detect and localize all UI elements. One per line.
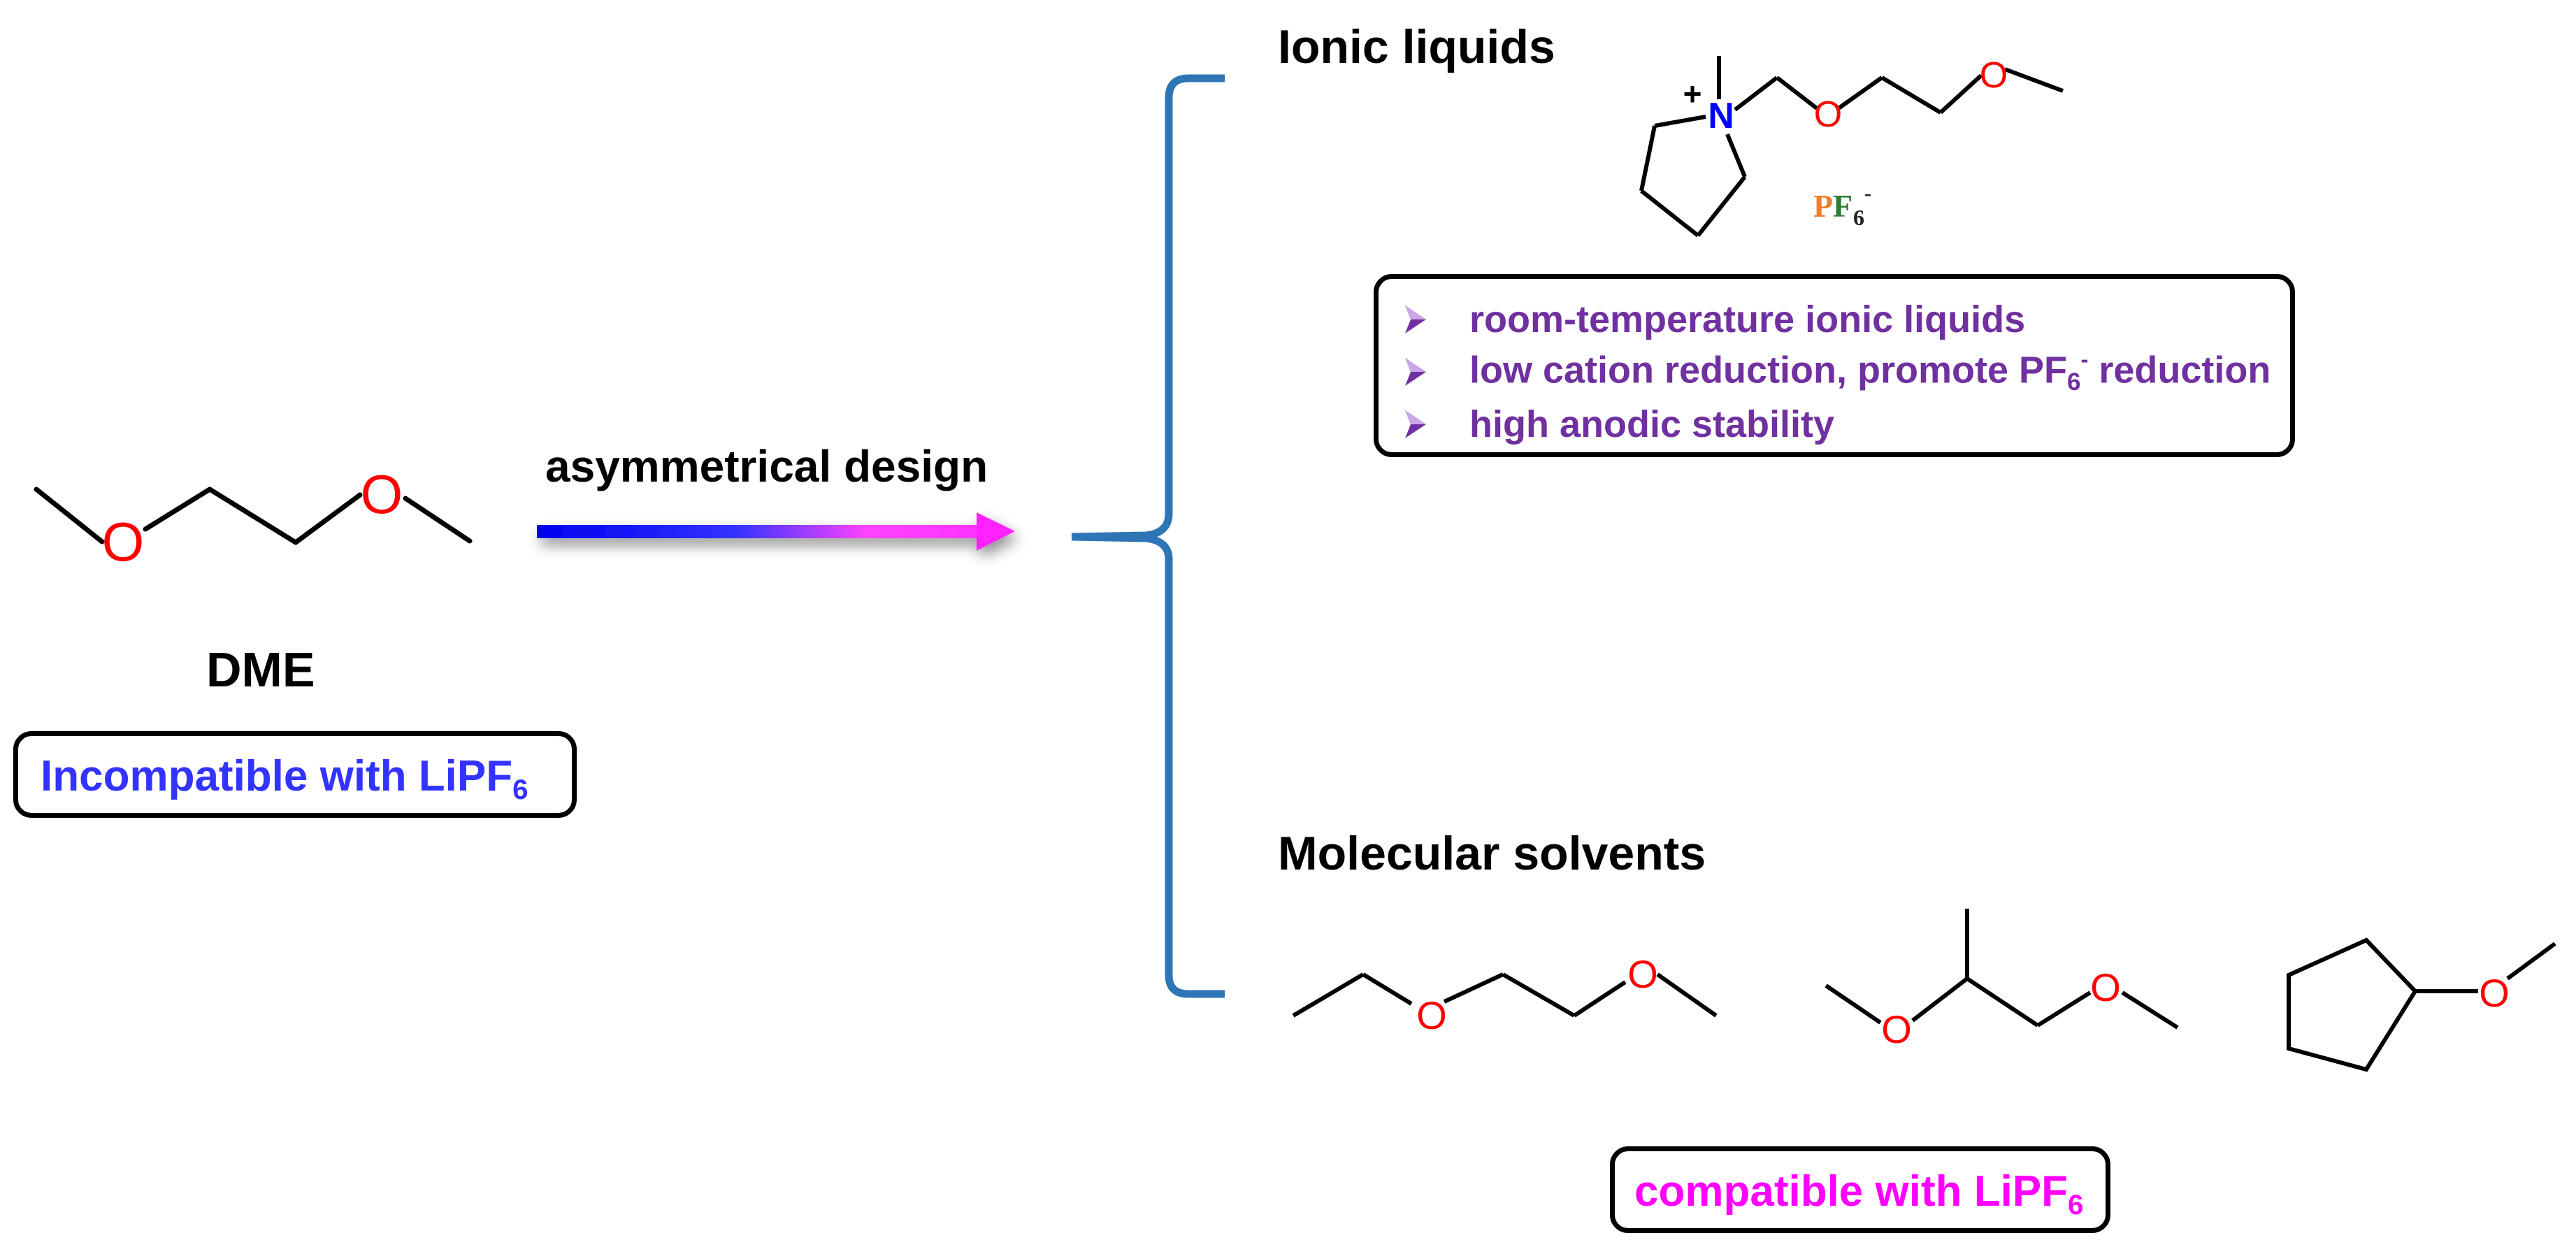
incompatible-box: Incompatible with LiPF6: [13, 731, 577, 818]
arrow-head: [977, 512, 1015, 551]
compatible-text: compatible with LiPF6: [1634, 1167, 2083, 1221]
anion-f: F: [1833, 188, 1852, 224]
molecular-solvent-1: [1292, 972, 1718, 1018]
ring-bond: [1696, 175, 1747, 237]
cyclopentane-ring: [2287, 937, 2418, 1072]
subscript: 6: [2067, 368, 2081, 396]
ring-bond: [1639, 125, 1657, 192]
ring-bond: [1654, 115, 1706, 128]
oxygen-atom: O: [1627, 952, 1658, 996]
bullet-item: low cation reduction, promote PF6- reduc…: [1404, 345, 2290, 398]
bond: [1776, 75, 1818, 110]
arrow-shaft: [537, 525, 979, 538]
molecular-solvents-title: Molecular solvents: [1278, 827, 1706, 880]
bond: [293, 492, 363, 545]
bond: [1443, 972, 1504, 1004]
bullet-text: high anodic stability: [1469, 403, 1835, 445]
compatible-label: compatible with LiPF: [1634, 1167, 2068, 1216]
bond: [2506, 942, 2556, 981]
anion-subscript: 6: [1853, 205, 1864, 230]
ionic-liquid-cation: [1639, 56, 2064, 238]
bond: [1362, 972, 1413, 1006]
ring-bond: [1725, 133, 1747, 178]
oxygen-atom: O: [1980, 55, 2008, 96]
dme-molecule: [34, 486, 473, 545]
bond: [2036, 990, 2092, 1028]
anion-p: P: [1813, 188, 1833, 224]
bond: [1573, 980, 1627, 1018]
anion-charge: -: [1864, 182, 1871, 205]
oxygen-atom: O: [1881, 1007, 1912, 1051]
curly-brace: [1071, 74, 1225, 998]
arrowhead-bullet-icon: [1405, 357, 1426, 386]
bond: [1966, 976, 2039, 1028]
oxygen-atom: O: [2479, 971, 2510, 1015]
subscript: 6: [2068, 1189, 2084, 1221]
ionic-liquids-title: Ionic liquids: [1278, 20, 1555, 73]
bullet-text-after: reduction: [2088, 349, 2271, 391]
incompatible-label: Incompatible with LiPF: [41, 752, 513, 800]
bond: [1825, 983, 1882, 1025]
molecular-solvent-3: [2287, 937, 2556, 1072]
bond: [1938, 73, 1983, 115]
bond: [1837, 75, 1883, 110]
bullet-text: low cation reduction, promote PF6- reduc…: [1469, 347, 2271, 396]
cation-charge: +: [1683, 75, 1702, 112]
bullet-item: room-temperature ionic liquids: [1404, 293, 2290, 345]
oxygen-atom: O: [102, 511, 145, 572]
oxygen-atom: O: [1814, 94, 1842, 135]
bond: [34, 486, 105, 545]
oxygen-atom: O: [1416, 993, 1447, 1037]
bond: [1656, 972, 1718, 1018]
oxygen-atom: O: [361, 463, 403, 525]
arrowhead-bullet-icon: [1405, 410, 1426, 438]
molecular-solvent-2: [1825, 909, 2179, 1030]
asymmetrical-design-arrow: [537, 512, 1015, 551]
oxygen-atom: O: [2090, 965, 2121, 1009]
bond: [2003, 67, 2064, 93]
subscript: 6: [512, 774, 528, 806]
nitrogen-atom: N: [1708, 96, 1734, 136]
bullet-text: room-temperature ionic liquids: [1469, 298, 2026, 340]
superscript: -: [2080, 346, 2089, 372]
compatible-box: compatible with LiPF6: [1610, 1146, 2110, 1233]
bullet-text-before: low cation reduction, promote PF: [1469, 349, 2068, 391]
ionic-properties-box: room-temperature ionic liquids low catio…: [1374, 274, 2295, 457]
pf6-anion: P F 6 -: [1813, 182, 1871, 230]
bond: [1911, 976, 1969, 1023]
bond: [2121, 990, 2179, 1030]
bond: [1880, 75, 1942, 115]
dme-label: DME: [206, 642, 315, 697]
bond: [1734, 75, 1778, 112]
arrowhead-bullet-icon: [1405, 305, 1426, 333]
ionic-properties-list: room-temperature ionic liquids low catio…: [1404, 293, 2290, 450]
incompatible-text: Incompatible with LiPF6: [41, 751, 528, 806]
arrow-label: asymmetrical design: [545, 441, 988, 491]
bond: [143, 486, 213, 532]
bond: [1502, 972, 1576, 1018]
bond: [403, 496, 473, 544]
bullet-item: high anodic stability: [1404, 398, 2290, 450]
ring-bond: [1640, 189, 1699, 238]
bond: [1292, 972, 1365, 1018]
bond: [207, 486, 298, 545]
